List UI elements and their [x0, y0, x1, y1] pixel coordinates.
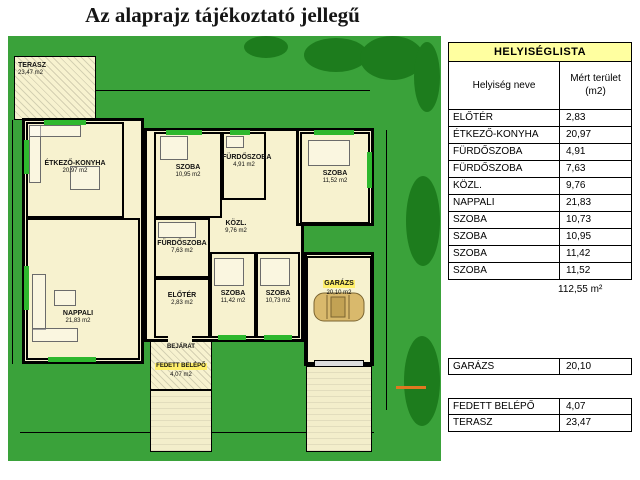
bed: [260, 258, 290, 286]
tree: [406, 176, 440, 266]
tree: [244, 36, 288, 58]
header-room-name: Helyiség neve: [472, 80, 536, 91]
page-title: Az alaprajz tájékoztató jellegű: [85, 3, 360, 27]
window: [48, 357, 96, 362]
table-row: SZOBA 11,52: [448, 263, 632, 280]
driveway: [306, 366, 372, 452]
table-row: ÉTKEZŐ-KONYHA 20,97: [448, 127, 632, 144]
window: [314, 130, 354, 135]
tree: [414, 42, 440, 112]
total-area: 112,55 m²: [558, 284, 603, 295]
room-label-nappali: NAPPALI 21,83 m2: [62, 310, 94, 325]
label-fedett-belepo: FEDETT BELÉPŐ 4,07 m2: [155, 363, 207, 378]
window: [230, 130, 250, 135]
dimension-line: [12, 120, 13, 364]
dining-table: [70, 166, 100, 190]
dimension-line: [386, 130, 387, 410]
room-label-szoba-2: SZOBA 11,52 m2: [322, 170, 348, 185]
front-door-opening: [168, 336, 192, 342]
window: [24, 140, 29, 174]
room-label-furdoszoba-2: FÜRDŐSZOBA 7,63 m2: [157, 240, 207, 255]
table-row-garazs: GARÁZS 20,10: [448, 358, 632, 375]
driveway: [150, 390, 212, 452]
coffee-table: [54, 290, 76, 306]
table-row: SZOBA 10,73: [448, 212, 632, 229]
tree: [360, 36, 424, 80]
bathtub: [158, 222, 196, 238]
garage-door: [314, 360, 364, 367]
room-label-szoba-4: SZOBA 10,73 m2: [265, 290, 291, 305]
room-label-etkezo-konyha: ÉTKEZŐ-KONYHA 20,97 m2: [44, 160, 106, 175]
bed: [160, 136, 188, 160]
table-extras: FEDETT BELÉPŐ 4,07 TERASZ 23,47: [448, 398, 632, 432]
sink: [226, 136, 244, 148]
window: [367, 152, 372, 188]
room-szoba-4: [256, 252, 300, 338]
terrace-slab: [14, 56, 96, 120]
dimension-line: [22, 90, 370, 91]
table-row: NAPPALI 21,83: [448, 195, 632, 212]
room-furdoszoba-2: [154, 218, 210, 278]
table-row-terasz: TERASZ 23,47: [448, 415, 632, 432]
table-row: SZOBA 10,95: [448, 229, 632, 246]
room-label-eloter: ELŐTÉR 2,83 m2: [167, 292, 197, 307]
bed: [308, 140, 350, 166]
room-label-szoba-3: SZOBA 11,42 m2: [220, 290, 246, 305]
table-row: FÜRDŐSZOBA 7,63: [448, 161, 632, 178]
tree: [304, 38, 368, 72]
sofa: [32, 328, 78, 342]
window: [166, 130, 202, 135]
bed: [214, 258, 244, 286]
room-list-header: Helyiség neve Mért terület (m2): [448, 62, 632, 110]
floor-plan: TERASZ 23,47 m2 ÉTKEZŐ-KONYHA 20,97 m2 S…: [8, 36, 441, 461]
header-measured-area: Mért terület (m2): [559, 62, 631, 109]
room-eloter: [154, 278, 210, 338]
room-label-furdoszoba-1: FÜRDŐSZOBA 4,91 m2: [222, 154, 272, 169]
window: [24, 266, 29, 310]
table-row: ELŐTÉR 2,83: [448, 110, 632, 127]
label-bejarat: BEJÁRAT: [167, 344, 195, 350]
kitchen-counter: [29, 125, 81, 137]
window: [44, 120, 86, 125]
room-list-title: HELYISÉGLISTA: [448, 42, 632, 62]
window: [218, 335, 246, 340]
room-label-kozl: KÖZL. 9,76 m2: [225, 220, 247, 235]
tree: [404, 336, 440, 426]
room-label-garazs: GARÁZS 20,10 m2: [323, 280, 355, 296]
table-row-fedett-belepo: FEDETT BELÉPŐ 4,07: [448, 398, 632, 415]
room-list-panel: HELYISÉGLISTA Helyiség neve Mért terület…: [448, 42, 632, 442]
table-row: FÜRDŐSZOBA 4,91: [448, 144, 632, 161]
small-print-mark: [396, 386, 426, 389]
room-label-terasz: TERASZ 23,47 m2: [18, 62, 46, 77]
window: [264, 335, 292, 340]
table-row: SZOBA 11,42: [448, 246, 632, 263]
table-row: KÖZL. 9,76: [448, 178, 632, 195]
room-label-szoba-1: SZOBA 10,95 m2: [175, 164, 201, 179]
sofa: [32, 274, 46, 330]
car-icon: [313, 292, 365, 322]
